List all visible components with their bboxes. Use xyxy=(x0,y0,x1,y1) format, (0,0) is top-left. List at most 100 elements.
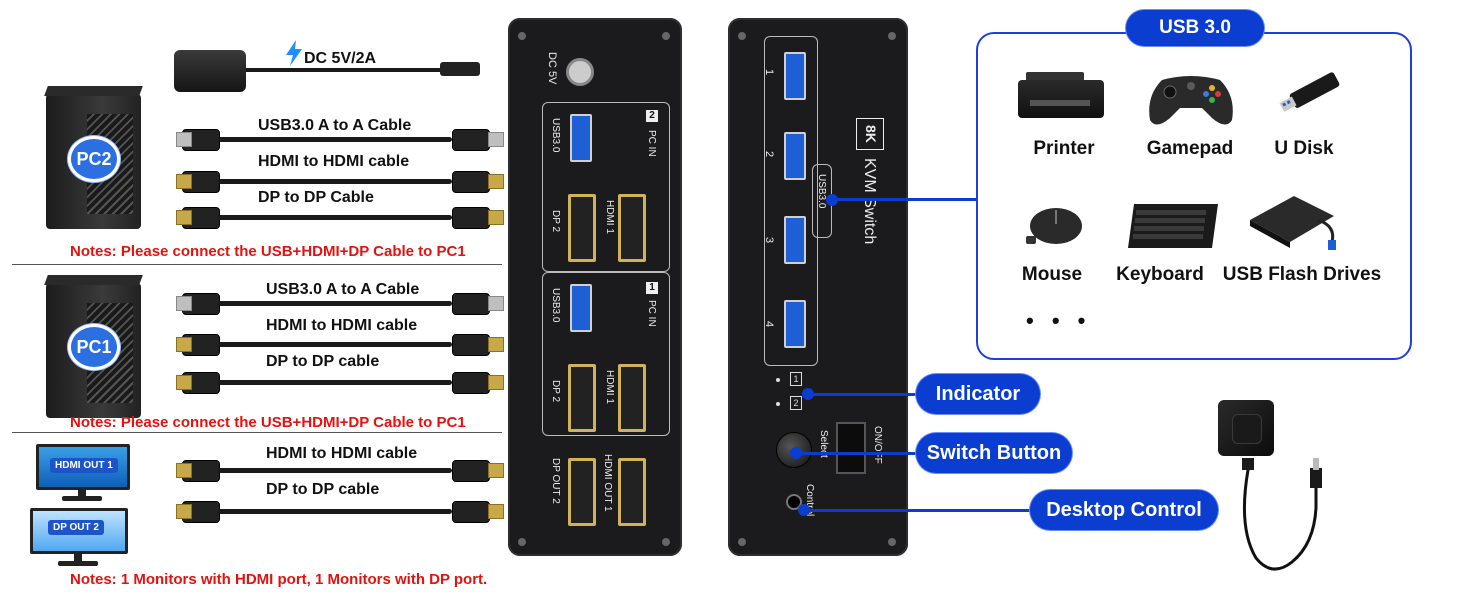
dp-tip xyxy=(488,375,504,390)
pc2-number: 2 xyxy=(646,110,658,122)
hdmi-tip xyxy=(488,337,504,352)
monitor-dp-tag: DP OUT 2 xyxy=(48,520,104,535)
select-label: Select xyxy=(818,430,829,458)
pc1-number: 1 xyxy=(646,282,658,294)
usb-drive-icon xyxy=(1276,70,1346,114)
usb-cable xyxy=(218,301,452,306)
pc1-note: Notes: Please connect the USB+HDMI+DP Ca… xyxy=(70,414,466,431)
power-switch-label: ON/OFF xyxy=(872,426,883,464)
screw xyxy=(888,32,896,40)
usb-tip xyxy=(488,296,504,311)
front-usb-port-2[interactable] xyxy=(784,132,806,180)
device-label-udisk: U Disk xyxy=(1274,138,1334,159)
front-usb-port-3[interactable] xyxy=(784,216,806,264)
device-label-flash-drives: USB Flash Drives xyxy=(1222,264,1382,285)
monitors-note: Notes: 1 Monitors with HDMI port, 1 Moni… xyxy=(70,571,488,588)
port-number-4: 4 xyxy=(763,320,776,328)
monitor-base xyxy=(62,496,102,501)
remote-button xyxy=(1232,414,1262,444)
dp-cable xyxy=(218,215,452,220)
hdmi-out-port xyxy=(618,458,646,526)
dc-port-label: DC 5V xyxy=(546,52,558,85)
device-label-keyboard: Keyboard xyxy=(1116,264,1204,285)
monitor-stand xyxy=(74,552,82,562)
hdmi-plug-right xyxy=(452,460,490,482)
usb-port-label: USB3.0 xyxy=(550,118,561,153)
dp-port-label: DP 2 xyxy=(550,210,561,233)
pc1-tag: PC IN xyxy=(646,300,657,327)
hdmi-port-label: HDMI 1 xyxy=(604,370,615,404)
pc1-dp-cable-label: DP to DP cable xyxy=(266,353,380,370)
hdmi-tip xyxy=(488,463,504,478)
hdmi-out-label: HDMI OUT 1 xyxy=(602,454,613,512)
pc2-usb-cable-label: USB3.0 A to A Cable xyxy=(258,117,412,134)
hdmi-tip xyxy=(176,463,192,478)
usb-port xyxy=(570,114,592,162)
dp-port xyxy=(568,364,596,432)
hdmi-cable xyxy=(218,342,452,347)
hdmi-plug-right xyxy=(452,171,490,193)
indicator-2-label: 2 xyxy=(790,396,802,410)
dp-plug-right xyxy=(452,501,490,523)
monitor-hdmi-tag: HDMI OUT 1 xyxy=(50,458,118,473)
usb-port-label: USB3.0 xyxy=(550,288,561,323)
power-cable xyxy=(246,68,446,72)
keyboard-icon xyxy=(1126,200,1220,252)
gamepad-icon xyxy=(1146,72,1236,130)
pc1-hdmi-cable-label: HDMI to HDMI cable xyxy=(266,317,418,334)
dp-tip xyxy=(488,504,504,519)
monitor-hdmi-cable-label: HDMI to HDMI cable xyxy=(266,445,418,462)
pc1-port-group xyxy=(542,272,670,436)
hdmi-port xyxy=(618,364,646,432)
dp-plug-right xyxy=(452,372,490,394)
pc1-usb-cable-label: USB3.0 A to A Cable xyxy=(266,281,420,298)
usb-tip xyxy=(176,296,192,311)
usb-plug-right xyxy=(452,293,490,315)
kvm-front-panel: 1 2 3 4 USB3.0 8K KVM Switch 1 2 Select … xyxy=(728,18,908,556)
monitor-dp-cable-label: DP to DP cable xyxy=(266,481,380,498)
dp-cable xyxy=(218,509,452,514)
usb-port xyxy=(570,284,592,332)
pc2-dp-cable-label: DP to DP Cable xyxy=(258,189,374,206)
hdmi-port-label: HDMI 1 xyxy=(604,200,615,234)
dp-tip xyxy=(176,375,192,390)
power-label: DC 5V/2A xyxy=(304,50,377,67)
hdmi-tip xyxy=(176,174,192,189)
pc2-hdmi-cable-label: HDMI to HDMI cable xyxy=(258,153,410,170)
dp-port-label: DP 2 xyxy=(550,380,561,403)
port-number-1: 1 xyxy=(763,68,776,76)
pc2-note: Notes: Please connect the USB+HDMI+DP Ca… xyxy=(70,243,466,260)
pc2-port-group xyxy=(542,102,670,272)
power-switch[interactable] xyxy=(836,422,866,474)
brand-8k: 8K xyxy=(856,118,884,150)
control-label: Control xyxy=(804,484,815,517)
mouse-icon xyxy=(1022,202,1088,248)
front-usb-port-4[interactable] xyxy=(784,300,806,348)
dp-out-label: DP OUT 2 xyxy=(550,458,561,504)
remote-cable xyxy=(1238,456,1334,578)
hdmi-cable xyxy=(218,468,452,473)
usb-tip xyxy=(488,132,504,147)
usb-cable xyxy=(218,137,452,142)
pc1-badge: PC1 xyxy=(68,324,120,370)
port-number-2: 2 xyxy=(763,150,776,158)
power-adapter xyxy=(174,50,246,92)
screw xyxy=(662,32,670,40)
dp-cable xyxy=(218,380,452,385)
front-usb-port-1[interactable] xyxy=(784,52,806,100)
dp-port xyxy=(568,194,596,262)
indicator-1-label: 1 xyxy=(790,372,802,386)
more-devices-dots: • • • xyxy=(1026,308,1092,333)
screw xyxy=(518,538,526,546)
device-label-mouse: Mouse xyxy=(1021,264,1083,285)
indicator-led-2 xyxy=(776,402,780,406)
front-usb-tag: USB3.0 xyxy=(816,174,827,209)
kvm-back-panel: DC 5V 2 PC IN USB3.0 HDMI 1 DP 2 1 PC IN… xyxy=(508,18,682,556)
section-divider xyxy=(12,432,502,433)
hdmi-tip xyxy=(176,337,192,352)
hdmi-cable xyxy=(218,179,452,184)
hdmi-tip xyxy=(488,174,504,189)
printer-icon xyxy=(1018,72,1104,126)
usb-connector-line xyxy=(832,198,976,201)
dp-tip xyxy=(488,210,504,225)
